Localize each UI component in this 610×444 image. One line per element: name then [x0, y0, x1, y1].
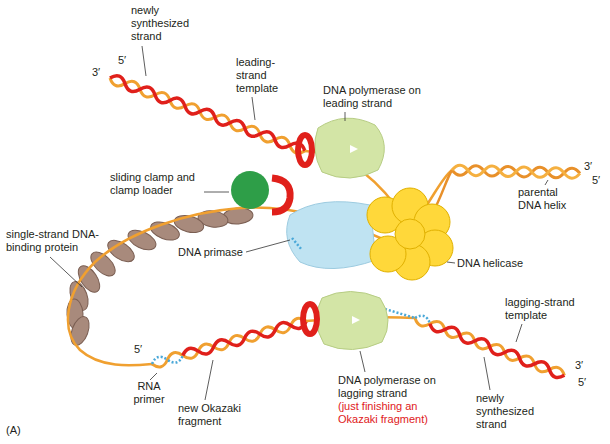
protein-label: DNA polymerase on leading strand — [323, 84, 428, 110]
primase-shape — [287, 202, 376, 269]
protein-label: DNA helicase — [457, 257, 523, 270]
clamp-loader — [231, 171, 269, 209]
rna-primer — [292, 238, 302, 250]
rna-primer — [385, 309, 415, 318]
end-label: 5′ — [134, 343, 142, 356]
parental-helix — [452, 165, 580, 178]
polymerase-shape — [316, 292, 388, 350]
protein-label: sliding clamp and clamp loader — [110, 171, 205, 197]
polymerase-shape — [315, 118, 385, 178]
protein-label: DNA primase — [178, 246, 243, 259]
helix-label: parental DNA helix — [518, 186, 580, 212]
sliding-clamp — [303, 304, 317, 334]
protein-label: single-strand DNA-binding protein — [6, 228, 108, 254]
sliding-clamp — [298, 135, 312, 165]
primer-label: RNA primer — [126, 380, 172, 406]
lagging-helix — [413, 313, 566, 380]
end-label: 3′ — [92, 66, 100, 79]
end-label: 3′ — [575, 359, 583, 372]
helicase-shape — [367, 188, 453, 280]
single-strand-binding-proteins — [66, 207, 254, 348]
strand-label: leading-strand template — [236, 56, 288, 95]
end-label: 3′ — [584, 160, 592, 173]
fragment-label: new Okazaki fragment — [178, 402, 250, 428]
leader-lines — [50, 46, 548, 400]
end-label: 5′ — [118, 54, 126, 67]
polymerase-arrow — [350, 145, 358, 153]
strand-label: newly synthesized strand — [131, 4, 201, 43]
polymerase-arrow — [352, 316, 360, 324]
end-label: 5′ — [578, 376, 586, 389]
protein-label: DNA polymerase on lagging strand — [338, 374, 450, 400]
note-label: (just finishing an Okazaki fragment) — [338, 400, 448, 426]
panel-label: (A) — [6, 424, 21, 437]
okazaki-helix — [151, 316, 308, 368]
strand-label: newly synthesized strand — [476, 392, 542, 431]
end-label: 5′ — [592, 174, 600, 187]
sliding-clamp — [272, 178, 290, 212]
strand-label: lagging-strand template — [505, 296, 587, 322]
